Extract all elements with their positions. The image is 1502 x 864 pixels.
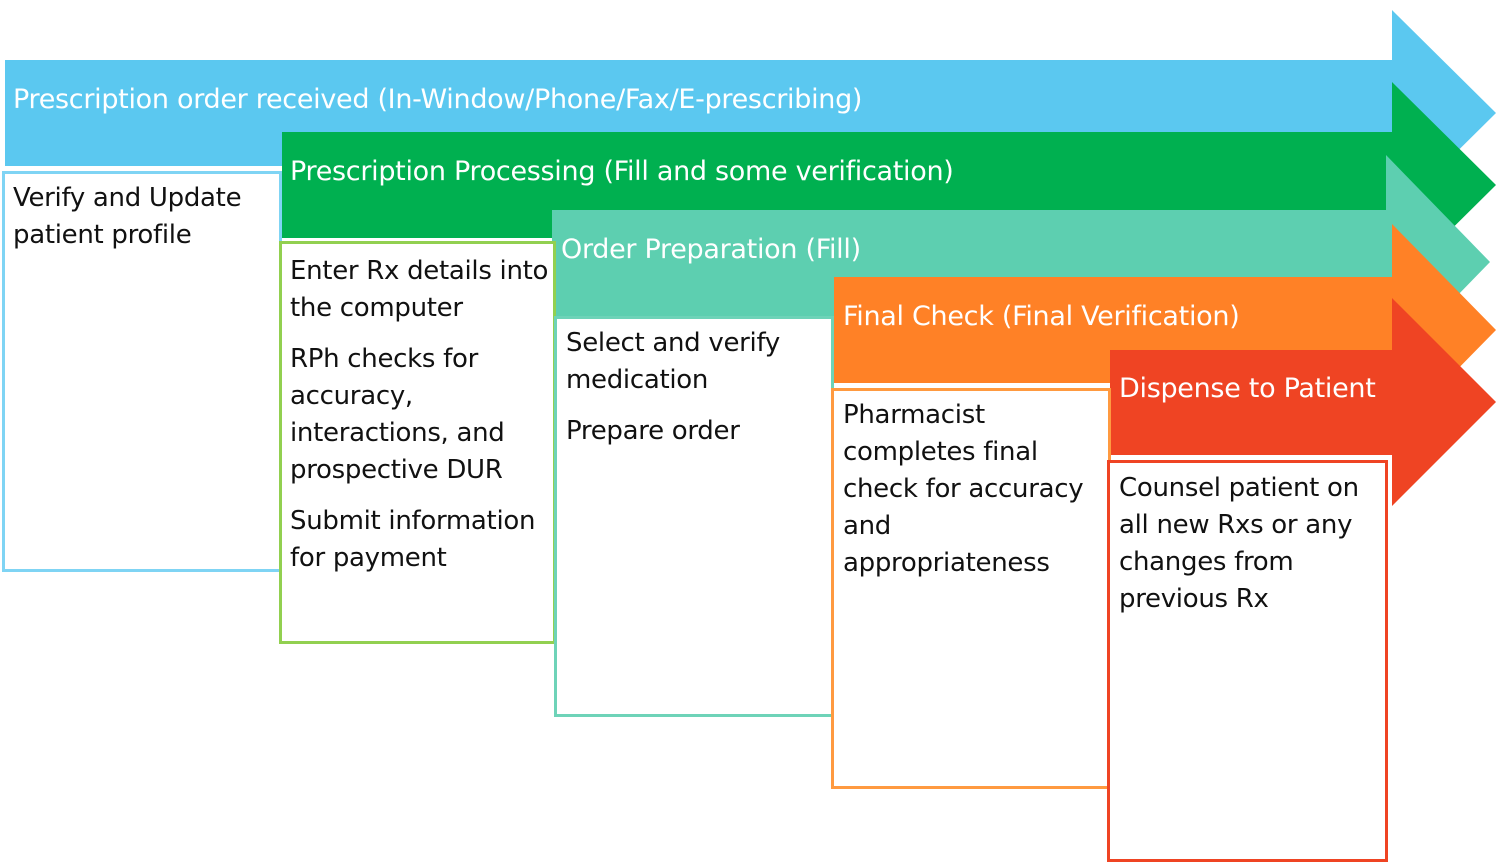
stage-box-3: [554, 316, 834, 717]
stage-arrow-5: [1110, 298, 1496, 506]
stage-title-processing: Prescription Processing (Fill and some v…: [290, 156, 954, 187]
stage-3-tasks: Select and verify medication Prepare ord…: [566, 325, 828, 464]
task-counsel-patient: Counsel patient on all new Rxs or any ch…: [1119, 473, 1359, 614]
stage-title-dispense: Dispense to Patient: [1119, 373, 1376, 404]
task-select-verify-medication: Select and verify medication: [566, 328, 780, 395]
stage-4-tasks: Pharmacist completes final check for acc…: [843, 397, 1105, 596]
stage-title-final-check: Final Check (Final Verification): [843, 301, 1240, 332]
task-rph-checks: RPh checks for accuracy, interactions, a…: [290, 344, 505, 485]
task-submit-payment: Submit information for payment: [290, 506, 536, 573]
stage-2-tasks: Enter Rx details into the computer RPh c…: [290, 253, 552, 591]
stage-title-order-received: Prescription order received (In-Window/P…: [13, 84, 863, 115]
task-verify-update-profile: Verify and Update patient profile: [13, 183, 242, 250]
stage-5-tasks: Counsel patient on all new Rxs or any ch…: [1119, 470, 1381, 632]
task-pharmacist-final-check: Pharmacist completes final check for acc…: [843, 400, 1084, 578]
stage-box-5: [1107, 460, 1388, 862]
task-prepare-order: Prepare order: [566, 416, 740, 446]
stage-box-4: [831, 388, 1111, 789]
stage-title-order-preparation: Order Preparation (Fill): [561, 234, 861, 265]
stage-box-2: [279, 241, 556, 644]
stage-1-tasks: Verify and Update patient profile: [13, 180, 275, 268]
task-enter-rx-details: Enter Rx details into the computer: [290, 256, 549, 323]
